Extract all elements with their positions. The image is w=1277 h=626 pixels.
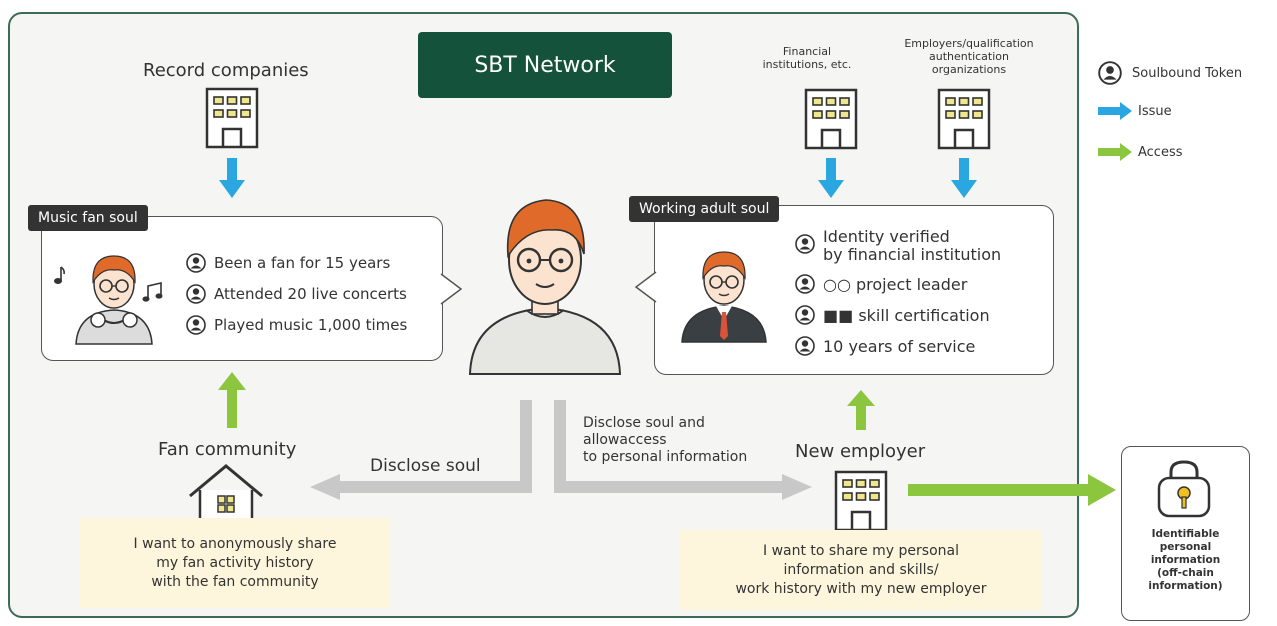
identifiable-personal-information-box: [1121, 446, 1250, 621]
access-arrow-icon: [847, 390, 875, 430]
soulbound-token-icon: [186, 315, 206, 335]
legend-label: Access: [1138, 144, 1183, 160]
pii-label: Identifiable personal information (off-c…: [1148, 528, 1223, 592]
soulbound-token-icon: [795, 336, 815, 356]
soulbound-token-icon: [795, 234, 815, 254]
fan-community-need: I want to anonymously share my fan activ…: [80, 518, 390, 608]
issue-arrow-icon: [951, 158, 977, 198]
disclose-access-arrow: [554, 400, 812, 500]
music-note-icon: [54, 266, 65, 284]
issue-arrow-icon: [219, 158, 245, 198]
access-pii-arrow: [908, 474, 1116, 506]
blue-arrow-icon: [1098, 102, 1132, 120]
financial-institutions-label: Financial institutions, etc.: [762, 45, 852, 71]
fan-community-label: Fan community: [158, 439, 297, 460]
work-token-row: Identity verified by financial instituti…: [795, 228, 1001, 264]
new-employer-need-text: I want to share my personal information …: [735, 542, 987, 597]
legend-issue: Issue: [1098, 102, 1172, 120]
fan-community-need-text: I want to anonymously share my fan activ…: [133, 535, 337, 590]
new-employer-building-icon: [834, 470, 888, 534]
lock-icon: [1157, 460, 1211, 518]
work-token-text: ■■ skill certification: [823, 305, 990, 325]
music-token-row: Played music 1,000 times: [186, 315, 407, 335]
access-arrow-icon: [218, 372, 246, 428]
sbt-network-title: SBT Network: [418, 32, 672, 98]
record-company-building-icon: [205, 87, 259, 151]
music-token-row: Attended 20 live concerts: [186, 284, 407, 304]
employer-building-icon: [937, 88, 991, 152]
financial-institution-building-icon: [804, 88, 858, 152]
soulbound-token-icon: [186, 253, 206, 273]
music-token-text: Played music 1,000 times: [214, 316, 408, 334]
record-companies-label: Record companies: [143, 60, 309, 81]
disclose-access-label: Disclose soul and allowaccess to persona…: [583, 415, 748, 465]
soulbound-token-icon: [186, 284, 206, 304]
music-fan-soul-tag: Music fan soul: [28, 205, 148, 231]
music-token-text: Attended 20 live concerts: [214, 285, 407, 303]
disclose-soul-label: Disclose soul: [370, 456, 481, 476]
soulbound-token-icon: [795, 305, 815, 325]
work-token-row: ○○ project leader: [795, 274, 967, 294]
music-fan-avatar: [75, 255, 153, 345]
work-token-text: ○○ project leader: [823, 274, 968, 294]
music-notes-icon: [142, 281, 163, 302]
work-token-row: 10 years of service: [795, 336, 975, 356]
employers-label: Employers/qualification authentication o…: [904, 37, 1034, 76]
legend-access: Access: [1098, 143, 1183, 161]
new-employer-need: I want to share my personal information …: [680, 530, 1042, 610]
soulbound-token-icon: [1098, 61, 1122, 85]
music-token-row: Been a fan for 15 years: [186, 253, 390, 273]
disclose-soul-arrow: [310, 400, 532, 500]
working-adult-soul-tag: Working adult soul: [629, 196, 780, 222]
music-token-text: Been a fan for 15 years: [214, 254, 391, 272]
work-token-text: 10 years of service: [823, 336, 976, 356]
speech-pointer: [439, 273, 463, 305]
soulbound-token-icon: [795, 274, 815, 294]
person-avatar: [468, 199, 622, 375]
legend-label: Soulbound Token: [1132, 65, 1243, 81]
speech-pointer: [634, 271, 659, 303]
issue-arrow-icon: [818, 158, 844, 198]
green-arrow-icon: [1098, 143, 1132, 161]
legend-label: Issue: [1138, 103, 1172, 119]
legend-soulbound-token: Soulbound Token: [1098, 61, 1242, 85]
new-employer-label: New employer: [795, 441, 926, 462]
work-token-row: ■■ skill certification: [795, 305, 990, 325]
work-token-text: Identity verified by financial instituti…: [823, 227, 1002, 264]
working-adult-avatar: [681, 251, 767, 343]
